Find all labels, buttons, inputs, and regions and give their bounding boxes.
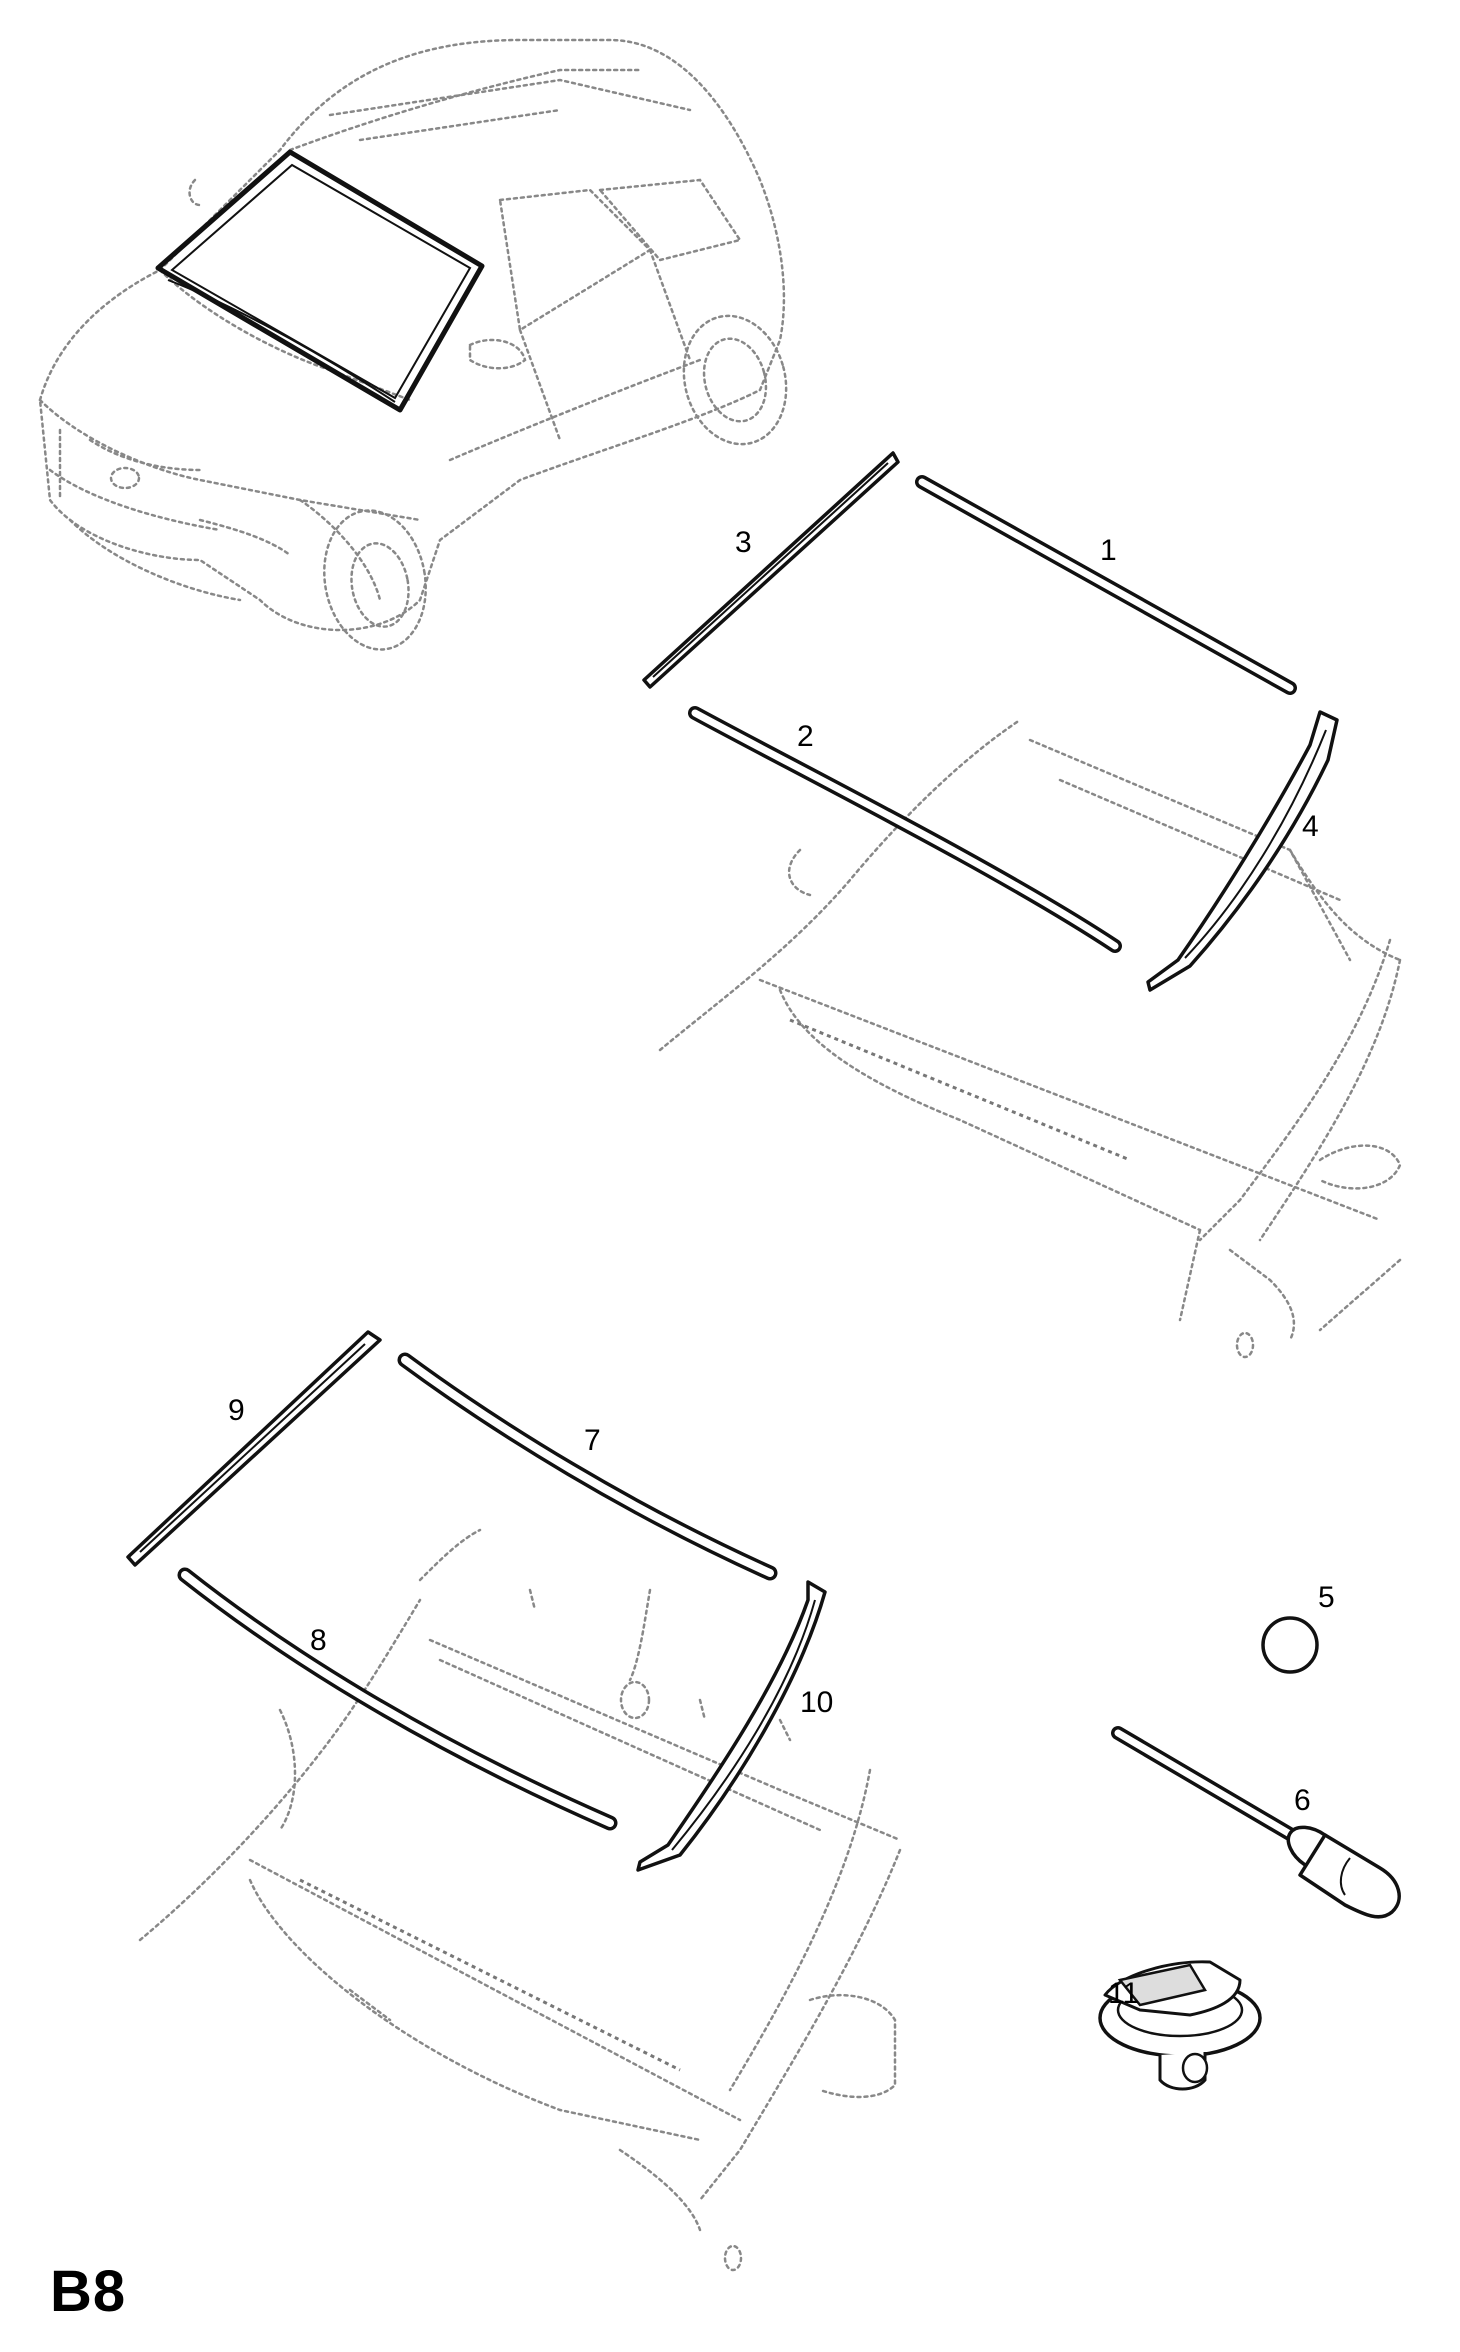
windshield-highlight	[155, 149, 485, 413]
callout-5: 5	[1318, 1581, 1335, 1614]
moulding-strip-7	[397, 1352, 778, 1581]
callout-4: 4	[1302, 810, 1319, 843]
moulding-strip-2	[688, 706, 1122, 953]
moulding-strip-1	[915, 475, 1297, 695]
callout-labels: 1 2 3 4 5 6 7 8 9 10 11	[228, 526, 1335, 2010]
callout-1: 1	[1100, 534, 1117, 567]
upper-windshield-frame-ghost	[658, 718, 1402, 1359]
callout-9: 9	[228, 1394, 245, 1427]
callout-11: 11	[1108, 1977, 1139, 2010]
callout-6: 6	[1294, 1784, 1311, 1817]
callout-10: 10	[800, 1686, 833, 1719]
part-11-clip	[1098, 1960, 1262, 2091]
page-section-label: B8	[50, 2259, 127, 2324]
moulding-strip-4	[1146, 710, 1339, 992]
callout-7: 7	[584, 1424, 601, 1457]
car-overview-illustration	[38, 38, 788, 651]
moulding-strip-8	[177, 1567, 618, 1831]
lower-windshield-frame-ghost	[138, 1528, 902, 2272]
part-6-rivet	[1111, 1726, 1401, 1919]
moulding-strip-10	[636, 1580, 827, 1872]
lower-moulding-strips	[126, 1330, 827, 1872]
moulding-strip-3	[642, 451, 900, 689]
callout-3: 3	[735, 526, 752, 559]
callout-8: 8	[310, 1624, 327, 1657]
moulding-strip-9	[126, 1330, 382, 1567]
callout-2: 2	[797, 720, 814, 753]
upper-moulding-strips	[642, 451, 1339, 992]
part-5-cap	[1261, 1616, 1319, 1674]
